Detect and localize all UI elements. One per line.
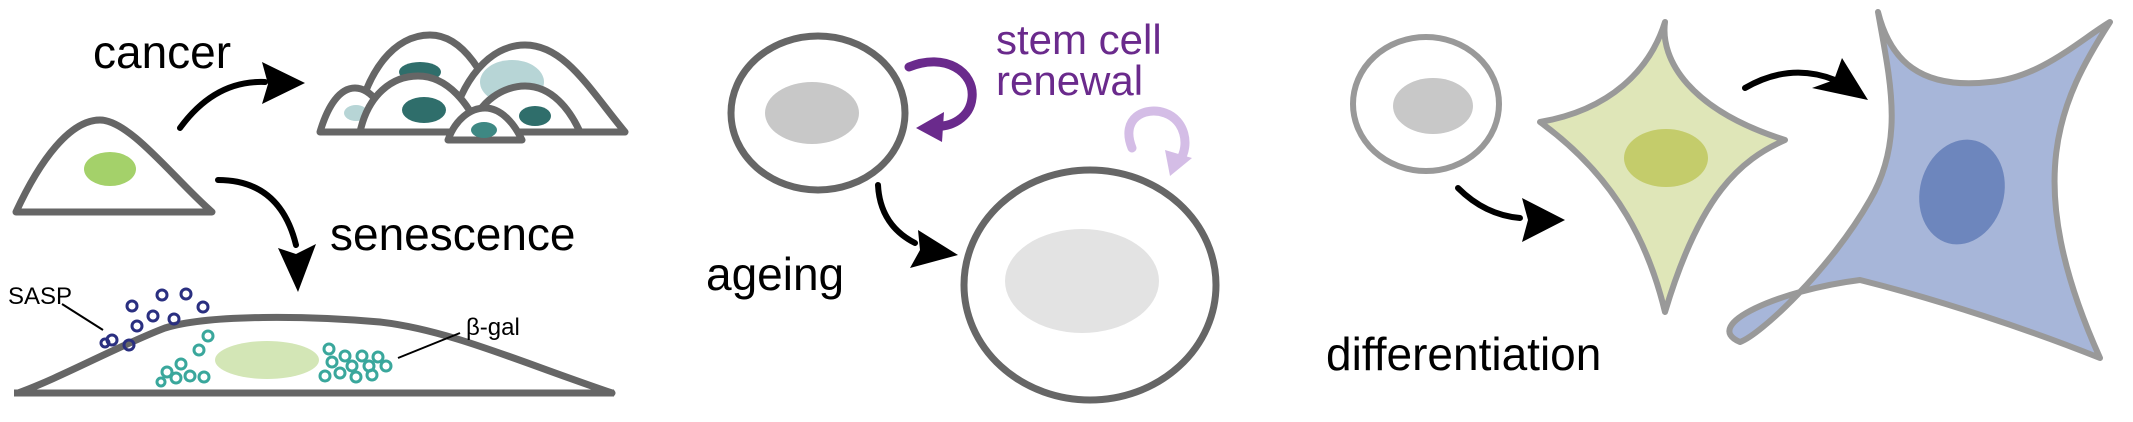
senescent-cell [14, 313, 616, 397]
beta-gal-particles [155, 329, 393, 388]
cancer-label: cancer [93, 26, 231, 78]
ageing-label: ageing [706, 248, 844, 300]
panel-cancer-senescence: cancer senescenc [8, 26, 629, 397]
differentiated-nucleus-1 [1624, 129, 1708, 187]
normal-cell [12, 116, 216, 216]
differentiated-cell-1 [1537, 19, 1788, 315]
normal-nucleus [84, 152, 136, 186]
stem-cell [727, 32, 909, 194]
arrow-to-cancer-icon [177, 62, 305, 131]
arrow-to-diff1-icon [1455, 185, 1565, 242]
renewal-arrow-icon [904, 57, 977, 142]
stem-cell-label-line1: stem cell [996, 16, 1162, 63]
differentiated-nucleus-2 [1919, 139, 2005, 245]
aged-nucleus [1005, 229, 1159, 333]
arrow-to-senescence-icon [215, 177, 316, 292]
panel-differentiation: differentiation [1326, 9, 2113, 380]
differentiation-label: differentiation [1326, 328, 1601, 380]
sasp-label: SASP [8, 283, 72, 310]
sasp-leader [61, 303, 104, 331]
beta-gal-label: β-gal [466, 314, 520, 341]
arrow-to-ageing-icon [875, 182, 958, 268]
renewal-arrow-light-icon [1124, 106, 1192, 176]
differentiated-cell-2 [1726, 9, 2113, 361]
undifferentiated-cell [1350, 34, 1502, 174]
stem-cell-label-line2: renewal [996, 57, 1143, 104]
arrow-to-diff2-icon [1742, 58, 1868, 100]
senescent-nucleus [215, 341, 319, 379]
beta-gal-leader [397, 332, 461, 359]
aged-cell [960, 166, 1220, 404]
cancer-cell-cluster [316, 31, 629, 144]
stem-nucleus [765, 82, 859, 144]
undifferentiated-nucleus [1393, 78, 1473, 134]
senescence-label: senescence [330, 208, 576, 260]
panel-stem-ageing: stem cell renewal ageing [706, 16, 1220, 404]
sasp-particles [99, 287, 210, 352]
